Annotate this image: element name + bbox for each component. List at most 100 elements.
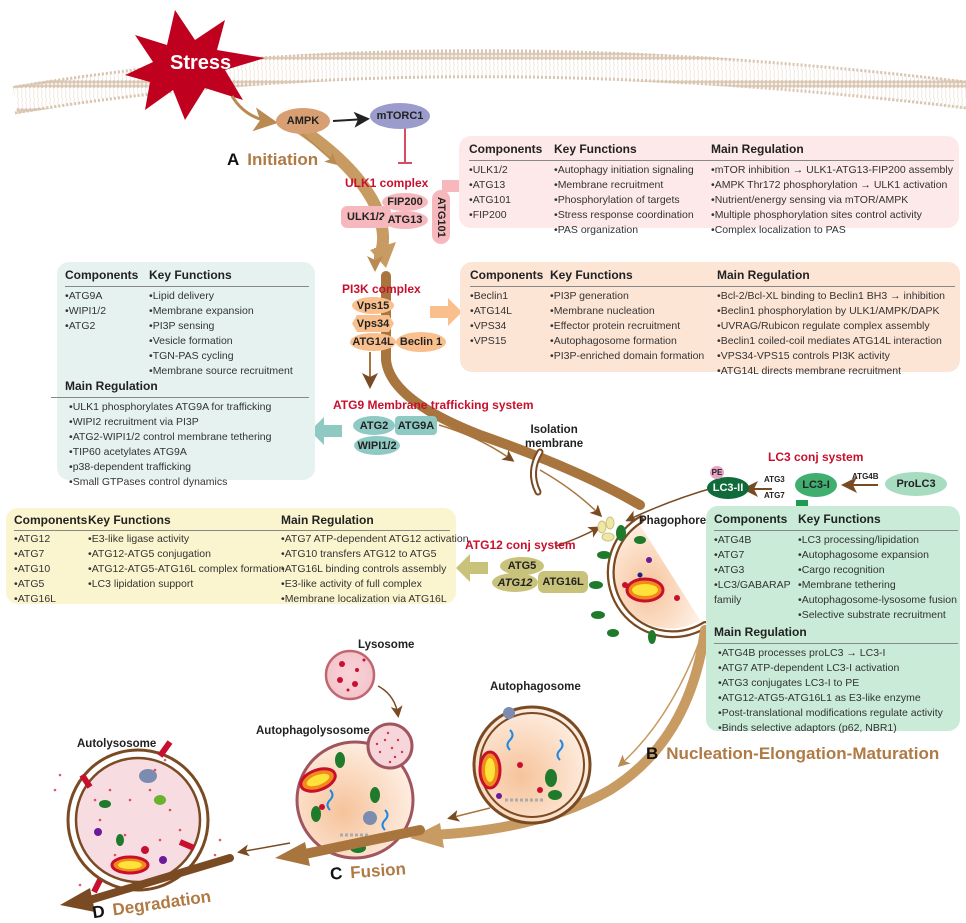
- list-item: PI3P-enriched domain formation: [550, 349, 705, 364]
- list-item: ATG3 conjugates LC3-I to PE: [718, 676, 943, 691]
- lc3-system-title: LC3 conj system: [768, 450, 864, 464]
- pathway-main: [294, 122, 390, 261]
- list-item: ATG7: [714, 548, 791, 563]
- list-item: AMPK Thr172 phosphorylation → ULK1 activ…: [711, 178, 953, 193]
- list-item: VPS34-VPS15 controls PI3K activity: [717, 349, 945, 364]
- autolysosome-icon: [53, 740, 222, 894]
- list-item: UVRAG/Rubicon regulate complex assembly: [717, 319, 945, 334]
- list-item: VPS15: [470, 334, 512, 349]
- ulk1-info-box: Components Key Functions Main Regulation…: [459, 136, 959, 236]
- ulk1-header-components: Components: [469, 142, 543, 156]
- list-item: LC3/GABARAP: [714, 578, 791, 593]
- list-item: Cargo recognition: [798, 563, 957, 578]
- autolysosome-label: Autolysosome: [77, 738, 157, 750]
- lc3-header-components: Components: [714, 512, 788, 526]
- list-item: Lipid delivery: [149, 289, 293, 304]
- protein-lc3-ii: LC3-II: [707, 477, 749, 499]
- list-item: ATG4B: [714, 533, 791, 548]
- lysosome-icon: [324, 649, 376, 701]
- list-item: ATG4B processes proLC3 → LC3-I: [718, 646, 943, 661]
- atg9-functions-list: Lipid delivery Membrane expansion PI3P s…: [149, 289, 293, 379]
- stage-a-name: Initiation: [247, 150, 319, 169]
- autophagolysosome-label: Autophagolysosome: [256, 725, 370, 737]
- atg9-regulation-list: ULK1 phosphorylates ATG9A for traffickin…: [69, 400, 272, 490]
- list-item: Phosphorylation of targets: [554, 193, 694, 208]
- atg12-info-box: Components Key Functions Main Regulation…: [6, 508, 469, 605]
- lc3-info-box: Components Key Functions ATG4B ATG7 ATG3…: [706, 506, 960, 734]
- ampk-node: AMPK: [276, 108, 330, 134]
- list-item: Stress response coordination: [554, 208, 694, 223]
- autophagolysosome-icon: [295, 722, 415, 860]
- protein-vps15: Vps15: [352, 297, 394, 314]
- stage-b-name: Nucleation-Elongation-Maturation: [666, 744, 940, 763]
- ulk1-header-regulation: Main Regulation: [711, 142, 804, 156]
- atg12-functions-list: E3-like ligase activity ATG12-ATG5 conju…: [88, 532, 285, 592]
- stage-c-letter: C: [329, 863, 343, 884]
- lc3-functions-list: LC3 processing/lipidation Autophagosome …: [798, 533, 957, 623]
- list-item: ATG14L: [470, 304, 512, 319]
- mtorc1-node: mTORC1: [370, 103, 430, 129]
- list-item: ATG14L directs membrane recruitment: [717, 364, 945, 379]
- list-item: ATG7 ATP-dependent LC3-I activation: [718, 661, 943, 676]
- atg9-info-box: Components Key Functions ATG9A WIPI1/2 A…: [51, 262, 315, 488]
- phagophore-label: Phagophore: [639, 515, 707, 527]
- list-item: Vesicle formation: [149, 334, 293, 349]
- atg12-system-title: ATG12 conj system: [465, 538, 576, 552]
- protein-atg16l: ATG16L: [538, 571, 588, 593]
- list-item: ATG12: [14, 532, 56, 547]
- list-item: Bcl-2/Bcl-XL binding to Beclin1 BH3 → in…: [717, 289, 945, 304]
- pi3k-complex-title: PI3K complex: [342, 282, 421, 296]
- protein-atg14l: ATG14L: [350, 333, 396, 351]
- atg9-header-functions: Key Functions: [149, 268, 232, 282]
- list-item: E3-like activity of full complex: [281, 577, 469, 592]
- list-item: Autophagy initiation signaling: [554, 163, 694, 178]
- list-item: ATG3: [714, 563, 791, 578]
- list-item: Small GTPases control dynamics: [69, 475, 272, 490]
- list-item: ATG13: [469, 178, 511, 193]
- stress-label: Stress: [170, 52, 232, 74]
- stage-d-letter: D: [91, 901, 106, 923]
- list-item: Binds selective adaptors (p62, NBR1): [718, 721, 943, 736]
- atg9-header-components: Components: [65, 268, 139, 282]
- protein-atg5: ATG5: [500, 557, 544, 575]
- list-item: ATG12-ATG5 conjugation: [88, 547, 284, 562]
- pi3k-header-regulation: Main Regulation: [717, 268, 810, 282]
- protein-prolc3: ProLC3: [885, 472, 947, 496]
- pi3k-header-functions: Key Functions: [550, 268, 633, 282]
- list-item: Membrane nucleation: [550, 304, 704, 319]
- list-item: Autophagosome-lysosome fusion: [798, 593, 957, 608]
- atg9-components-list: ATG9A WIPI1/2 ATG2: [65, 289, 106, 334]
- list-item: ATG101: [469, 193, 511, 208]
- stress-burst-icon: [125, 10, 265, 120]
- list-item: WIPI2 recruitment via PI3P: [69, 415, 272, 430]
- list-item: Complex localization to PAS: [711, 223, 953, 238]
- list-item: TGN-PAS cycling: [149, 349, 293, 364]
- list-item: Membrane tethering: [798, 578, 957, 593]
- list-item: ATG7 ATP-dependent ATG12 activation: [281, 532, 469, 547]
- list-item: E3-like ligase activity: [88, 532, 284, 547]
- list-item: Effector protein recruitment: [550, 319, 704, 334]
- atg12-header-functions: Key Functions: [88, 513, 171, 527]
- list-item: PI3P generation: [550, 289, 704, 304]
- list-item: ATG10 transfers ATG12 to ATG5: [281, 547, 469, 562]
- list-item: ATG12-ATG5-ATG16L1 as E3-like enzyme: [718, 691, 943, 706]
- list-item: p38-dependent trafficking: [69, 460, 272, 475]
- phagophore-icon: [589, 516, 709, 644]
- autophagosome-label: Autophagosome: [490, 681, 581, 693]
- list-item: Multiple phosphorylation sites control a…: [711, 208, 953, 223]
- list-item: Membrane localization via ATG16L: [281, 592, 469, 607]
- list-item: Membrane expansion: [149, 304, 293, 319]
- list-item: WIPI1/2: [65, 304, 106, 319]
- ulk1-functions-list: Autophagy initiation signaling Membrane …: [554, 163, 694, 238]
- list-item: ATG2: [65, 319, 106, 334]
- atg12-header-regulation: Main Regulation: [281, 513, 374, 527]
- list-item: ATG2-WIPI1/2 control membrane tethering: [69, 430, 272, 445]
- list-item: FIP200: [469, 208, 511, 223]
- pi3k-functions-list: PI3P generation Membrane nucleation Effe…: [550, 289, 705, 364]
- list-item: ATG12-ATG5-ATG16L complex formation: [88, 562, 285, 577]
- list-item: LC3 lipidation support: [88, 577, 284, 592]
- list-item: PAS organization: [554, 223, 694, 238]
- list-item: Selective substrate recruitment: [798, 608, 957, 623]
- stage-b-letter: B: [646, 744, 659, 763]
